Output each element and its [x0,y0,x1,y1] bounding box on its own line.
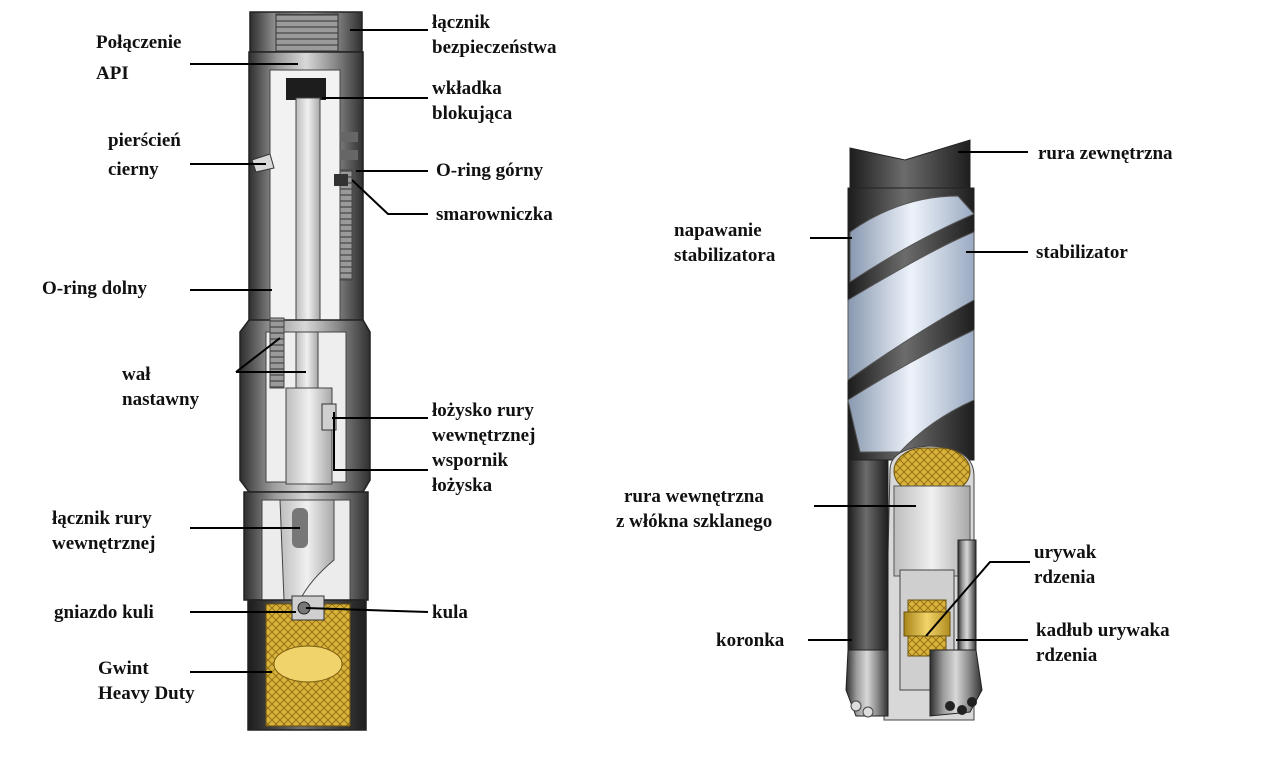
label-o-ring-gorny-line1: O-ring górny [436,160,544,181]
label-rura-zewnetrzna-line1: rura zewnętrzna [1038,143,1173,164]
label-gwint: Gwint Heavy Duty [98,656,195,706]
label-rura-wewnetrzna-line1: rura wewnętrzna [624,486,764,507]
label-kula-line1: kula [432,602,468,623]
label-rura-wewnetrzna-line2: z włókna szklanego [616,511,773,532]
leader-smarowniczka [351,179,428,215]
label-napawanie-stabilizatora: napawanie stabilizatora [674,218,775,268]
label-gwint-line1: Gwint [98,658,149,679]
label-wspornik-lozyska: wspornik łożyska [432,448,508,498]
label-wal-nastawny-line1: wał [122,364,151,385]
label-lozysko-rury: łożysko rury wewnętrznej [432,398,535,448]
label-gniazdo-kuli: gniazdo kuli [54,600,154,625]
label-napawanie-stabilizatora-line2: stabilizatora [674,245,776,266]
leader-kula [305,607,429,613]
label-urywak-rdzenia-line2: rdzenia [1034,567,1096,588]
label-rura-wewnetrzna: rura wewnętrzna z włókna szklanego [616,484,772,534]
label-wal-nastawny-line2: nastawny [122,389,200,410]
label-smarowniczka: smarowniczka [436,202,553,227]
label-lozysko-rury-line1: łożysko rury [432,400,534,421]
label-wspornik-lozyska-line2: łożyska [432,475,493,496]
label-lozysko-rury-line2: wewnętrznej [432,425,536,446]
label-lacznik-rury: łącznik rury wewnętrznej [52,506,155,556]
label-urywak-rdzenia-line1: urywak [1034,542,1097,563]
label-lacznik-bezpieczenstwa: łącznik bezpieczeństwa [432,10,557,60]
label-wkladka-blokujaca-line2: blokująca [432,103,513,124]
label-pierscien-cierny-line2: cierny [108,159,159,180]
leader-wal-nastawny [235,337,281,373]
label-stabilizator-line1: stabilizator [1036,242,1128,263]
label-koronka-line1: koronka [716,630,785,651]
label-kadlub-urywaka: kadłub urywaka rdzenia [1036,618,1170,668]
left-tool-illustration [239,11,371,731]
label-wkladka-blokujaca: wkładka blokująca [432,76,512,126]
label-kadlub-urywaka-line2: rdzenia [1036,645,1098,666]
label-gniazdo-kuli-line1: gniazdo kuli [54,602,154,623]
label-o-ring-dolny-line1: O-ring dolny [42,278,148,299]
label-urywak-rdzenia: urywak rdzenia [1034,540,1096,590]
leader-urywak [925,561,1030,637]
label-o-ring-dolny: O-ring dolny [42,276,147,301]
right-tool-illustration [845,139,983,721]
label-rura-zewnetrzna: rura zewnętrzna [1038,141,1173,166]
label-pierscien-cierny: pierścień cierny [108,128,181,182]
label-kula: kula [432,600,468,625]
label-wal-nastawny: wał nastawny [122,362,199,412]
label-koronka: koronka [716,628,784,653]
label-lacznik-bezpieczenstwa-line1: łącznik [432,12,491,33]
label-lacznik-rury-line2: wewnętrznej [52,533,156,554]
leader-lines [190,29,1030,673]
label-wkladka-blokujaca-line1: wkładka [432,78,502,99]
label-polaczenie-api: Połączenie API [96,30,181,86]
label-lacznik-rury-line1: łącznik rury [52,508,152,529]
label-napawanie-stabilizatora-line1: napawanie [674,220,762,241]
label-lacznik-bezpieczenstwa-line2: bezpieczeństwa [432,37,557,58]
label-gwint-line2: Heavy Duty [98,683,195,704]
label-stabilizator: stabilizator [1036,240,1128,265]
label-polaczenie-api-line1: Połączenie [96,32,182,53]
leader-wspornik-lozyska [333,412,428,471]
label-pierscien-cierny-line1: pierścień [108,130,181,151]
label-smarowniczka-line1: smarowniczka [436,204,553,225]
label-wspornik-lozyska-line1: wspornik [432,450,509,471]
label-polaczenie-api-line2: API [96,63,129,84]
label-kadlub-urywaka-line1: kadłub urywaka [1036,620,1170,641]
label-o-ring-gorny: O-ring górny [436,158,543,183]
